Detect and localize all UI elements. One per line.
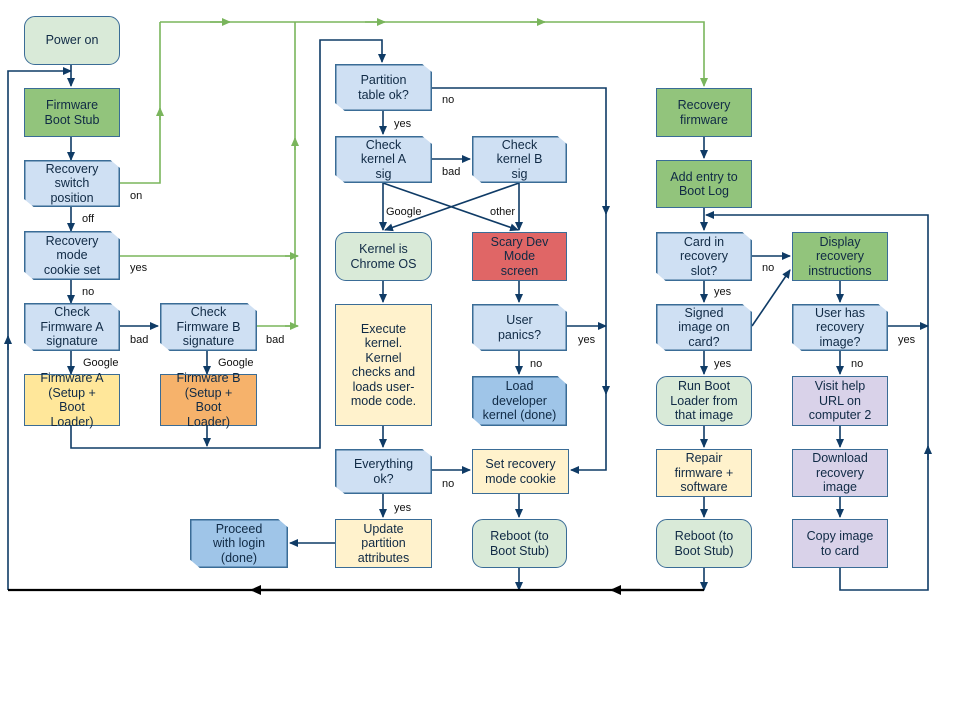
label-panics-yes: yes <box>578 334 596 346</box>
display-instructions-node: Display recovery instructions <box>792 232 888 281</box>
label-fwb-google: Google <box>218 357 254 369</box>
recovery-switch-node: Recovery switch position <box>24 160 120 207</box>
check-kernel-b-node: Check kernel B sig <box>472 136 567 183</box>
proceed-login-node: Proceed with login (done) <box>190 519 288 568</box>
edge-firmware-b-bad <box>257 22 296 327</box>
recovery-firmware-node: Recovery firmware <box>656 88 752 137</box>
check-kernel-a-node: Check kernel A sig <box>335 136 432 183</box>
visit-help-node: Visit help URL on computer 2 <box>792 376 888 426</box>
label-kernel-bad: bad <box>442 166 461 178</box>
edge-firmware-a-out <box>70 39 386 449</box>
edge-top-green-bus <box>160 21 708 87</box>
edge-partition-no <box>432 87 607 474</box>
label-userhas-no: no <box>851 358 864 370</box>
user-panics-node: User panics? <box>472 304 567 351</box>
label-kernel-google: Google <box>386 206 422 218</box>
label-card-yes: yes <box>714 286 732 298</box>
set-recovery-cookie-node: Set recovery mode cookie <box>472 449 569 494</box>
card-in-slot-node: Card in recovery slot? <box>656 232 752 281</box>
firmware-a-node: Firmware A (Setup + Boot Loader) <box>24 371 120 429</box>
label-fwa-bad: bad <box>130 334 149 346</box>
everything-ok-node: Everything ok? <box>335 449 432 494</box>
edge-switch-on-to-recovery <box>120 22 161 184</box>
label-on: on <box>130 190 143 202</box>
label-partition-yes: yes <box>394 118 412 130</box>
edge-copy-loop <box>705 211 929 591</box>
repair-firmware-node: Repair firmware + software <box>656 449 752 497</box>
reboot-right-node: Reboot (to Boot Stub) <box>656 519 752 568</box>
check-firmware-b-node: Check Firmware B signature <box>160 303 257 351</box>
label-card-no: no <box>762 262 775 274</box>
power-on-node: Power on <box>24 16 120 65</box>
label-fwb-bad: bad <box>266 334 285 346</box>
edge-kernel-b-google <box>384 182 520 232</box>
edge-signed-no <box>751 269 791 327</box>
run-boot-loader-node: Run Boot Loader from that image <box>656 376 752 426</box>
label-fwa-google: Google <box>83 357 119 369</box>
label-off: off <box>82 213 95 225</box>
label-everything-no: no <box>442 478 455 490</box>
check-firmware-a-node: Check Firmware A signature <box>24 303 120 351</box>
update-partition-node: Update partition attributes <box>335 519 432 568</box>
reboot-center-node: Reboot (to Boot Stub) <box>472 519 567 568</box>
user-has-image-node: User has recovery image? <box>792 304 888 351</box>
label-everything-yes: yes <box>394 502 412 514</box>
label-panics-no: no <box>530 358 543 370</box>
copy-image-node: Copy image to card <box>792 519 888 568</box>
edge-return-to-stub <box>7 67 72 590</box>
label-signed-yes: yes <box>714 358 732 370</box>
signed-image-node: Signed image on card? <box>656 304 752 351</box>
scary-dev-mode-node: Scary Dev Mode screen <box>472 232 567 281</box>
label-partition-no: no <box>442 94 455 106</box>
load-dev-kernel-node: Load developer kernel (done) <box>472 376 567 426</box>
firmware-boot-stub-node: Firmware Boot Stub <box>24 88 120 137</box>
label-cookie-yes: yes <box>130 262 148 274</box>
label-cookie-no: no <box>82 286 95 298</box>
add-entry-log-node: Add entry to Boot Log <box>656 160 752 208</box>
label-kernel-other: other <box>490 206 516 218</box>
firmware-b-node: Firmware B (Setup + Boot Loader) <box>160 371 257 429</box>
execute-kernel-node: Execute kernel. Kernel checks and loads … <box>335 304 432 426</box>
kernel-chrome-os-node: Kernel is Chrome OS <box>335 232 432 281</box>
partition-table-node: Partition table ok? <box>335 64 432 111</box>
recovery-cookie-node: Recovery mode cookie set <box>24 231 120 280</box>
download-image-node: Download recovery image <box>792 449 888 497</box>
label-userhas-yes: yes <box>898 334 916 346</box>
